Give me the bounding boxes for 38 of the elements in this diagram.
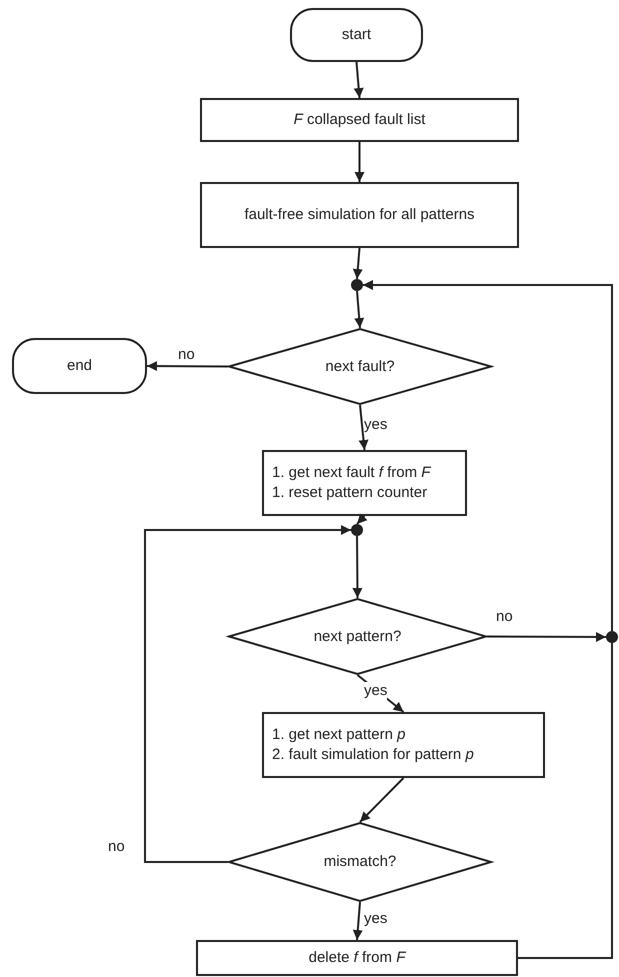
step-text: 1. get next fault f from F — [272, 463, 430, 483]
process-box — [200, 98, 519, 142]
step-text: 2. fault simulation for pattern p — [272, 745, 474, 765]
step-text: start — [342, 25, 372, 45]
decision-diamond — [228, 822, 492, 902]
decision-diamond — [228, 598, 487, 675]
decision-diamond — [228, 328, 492, 405]
arrow — [147, 361, 228, 372]
process-box — [200, 182, 519, 248]
step-text: F collapsed fault list — [294, 110, 426, 130]
arrow — [352, 536, 362, 598]
edge-label: yes — [364, 682, 388, 700]
process-box — [262, 450, 467, 516]
arrow — [359, 777, 404, 823]
process-box — [262, 712, 545, 778]
decision-text: next pattern? — [314, 626, 402, 646]
decision-text: next fault? — [325, 356, 395, 376]
junction-dot — [606, 631, 618, 643]
arrow — [354, 290, 364, 328]
arrow — [358, 404, 368, 450]
arrow — [356, 513, 368, 525]
decision-text: mismatch? — [324, 852, 396, 872]
junction-dot — [351, 524, 363, 536]
terminal-shape — [12, 338, 147, 394]
arrow — [144, 525, 351, 863]
step-text: 1. reset pattern counter — [272, 483, 428, 503]
step-text: end — [66, 356, 92, 376]
terminal-shape — [290, 8, 423, 62]
step-text: fault-free simulation for all patterns — [244, 205, 475, 225]
step-text: 1. get next pattern p — [272, 725, 406, 745]
arrow — [487, 632, 606, 642]
arrow — [352, 248, 363, 280]
arrow — [354, 142, 364, 182]
arrow — [354, 62, 364, 98]
step-text: delete f from F — [308, 948, 406, 968]
junction-dot — [351, 279, 363, 291]
arrow — [352, 902, 363, 940]
process-box — [196, 940, 518, 976]
